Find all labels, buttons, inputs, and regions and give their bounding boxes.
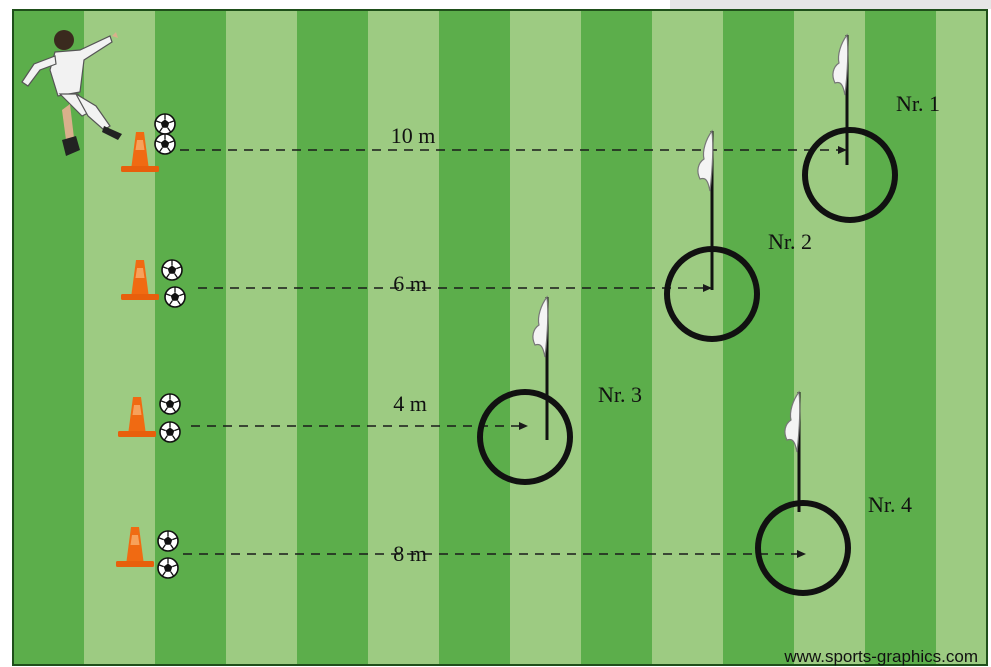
distance-label: 4 m [393,391,427,416]
soccer-ball-icon [160,422,180,442]
watermark-text: www.sports-graphics.com [783,647,978,666]
soccer-ball-icon [155,114,175,134]
target-label: Nr. 3 [598,382,642,407]
soccer-ball-icon [158,531,178,551]
soccer-ball-icon [160,394,180,414]
distance-label: 6 m [393,271,427,296]
soccer-ball-icon [162,260,182,280]
target-label: Nr. 2 [768,229,812,254]
target-label: Nr. 4 [868,492,912,517]
distance-label: 10 m [391,123,436,148]
soccer-ball-icon [165,287,185,307]
soccer-ball-icon [158,558,178,578]
soccer-ball-icon [155,134,175,154]
distance-label: 8 m [393,541,427,566]
target-label: Nr. 1 [896,91,940,116]
